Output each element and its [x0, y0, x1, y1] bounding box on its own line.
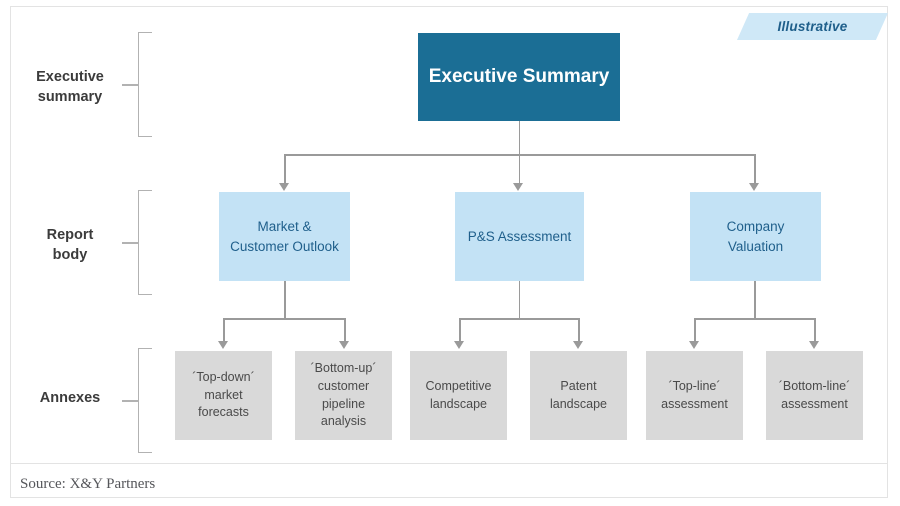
- connector-market-stem: [284, 281, 286, 318]
- arrow-ps-to-patent: [572, 341, 583, 349]
- illustrative-badge: Illustrative: [737, 13, 888, 40]
- connector-market-bus: [223, 318, 345, 320]
- connector-valuation-to-bottomline-drop: [814, 318, 816, 343]
- arrow-valuation-to-topline: [688, 341, 699, 349]
- arrow-exec-to-market: [278, 183, 289, 191]
- bracket-tick-annexes: [122, 400, 138, 402]
- node-executive-summary-label: Executive Summary: [428, 66, 610, 87]
- connector-valuation-to-topline-drop: [694, 318, 696, 343]
- arrow-exec-to-ps: [513, 183, 523, 191]
- arrow-market-to-bottomup: [338, 341, 349, 349]
- row-label-annexes: Annexes: [39, 390, 101, 406]
- node-market-customer-outlook-label: Market &Customer Outlook: [230, 218, 339, 254]
- connector-market-to-bottomup-drop: [344, 318, 346, 343]
- connector-ps-to-patent-drop: [578, 318, 580, 343]
- node-top-line-assessment[interactable]: ´Top-line´assessment: [646, 351, 743, 440]
- connector-exec-stem: [518, 121, 520, 154]
- connector-market-to-topdown-drop: [223, 318, 225, 343]
- connector-valuation-bus: [694, 318, 815, 320]
- node-market-customer-outlook[interactable]: Market &Customer Outlook: [219, 192, 350, 281]
- bracket-tick-report-body: [122, 242, 138, 244]
- connector-ps-stem: [518, 281, 520, 318]
- illustrative-badge-label: Illustrative: [777, 19, 848, 34]
- connector-ps-bus: [459, 318, 579, 320]
- node-ps-assessment-label: P&S Assessment: [467, 228, 572, 244]
- arrow-ps-to-competitive: [453, 341, 464, 349]
- node-top-line-assessment-label: ´Top-line´assessment: [661, 378, 728, 411]
- connector-ps-to-competitive-drop: [459, 318, 461, 343]
- connector-exec-to-ps-drop: [518, 154, 520, 185]
- arrow-exec-to-valuation: [748, 183, 759, 191]
- node-bottom-line-assessment[interactable]: ´Bottom-line´assessment: [766, 351, 863, 440]
- connector-exec-to-market-drop: [284, 154, 286, 185]
- source-note: Source: X&Y Partners: [20, 476, 156, 492]
- arrow-valuation-to-bottomline: [808, 341, 819, 349]
- connector-exec-to-valuation-drop: [754, 154, 756, 185]
- bracket-report-body: [138, 190, 152, 295]
- bracket-annexes: [138, 348, 152, 453]
- node-bottom-line-assessment-label: ´Bottom-line´assessment: [778, 378, 851, 411]
- footer-divider: [11, 463, 887, 464]
- bracket-tick-executive-summary: [122, 84, 138, 86]
- node-executive-summary[interactable]: Executive Summary: [418, 33, 620, 121]
- node-ps-assessment[interactable]: P&S Assessment: [455, 192, 584, 281]
- arrow-market-to-topdown: [217, 341, 228, 349]
- bracket-executive-summary: [138, 32, 152, 137]
- connector-valuation-stem: [754, 281, 756, 318]
